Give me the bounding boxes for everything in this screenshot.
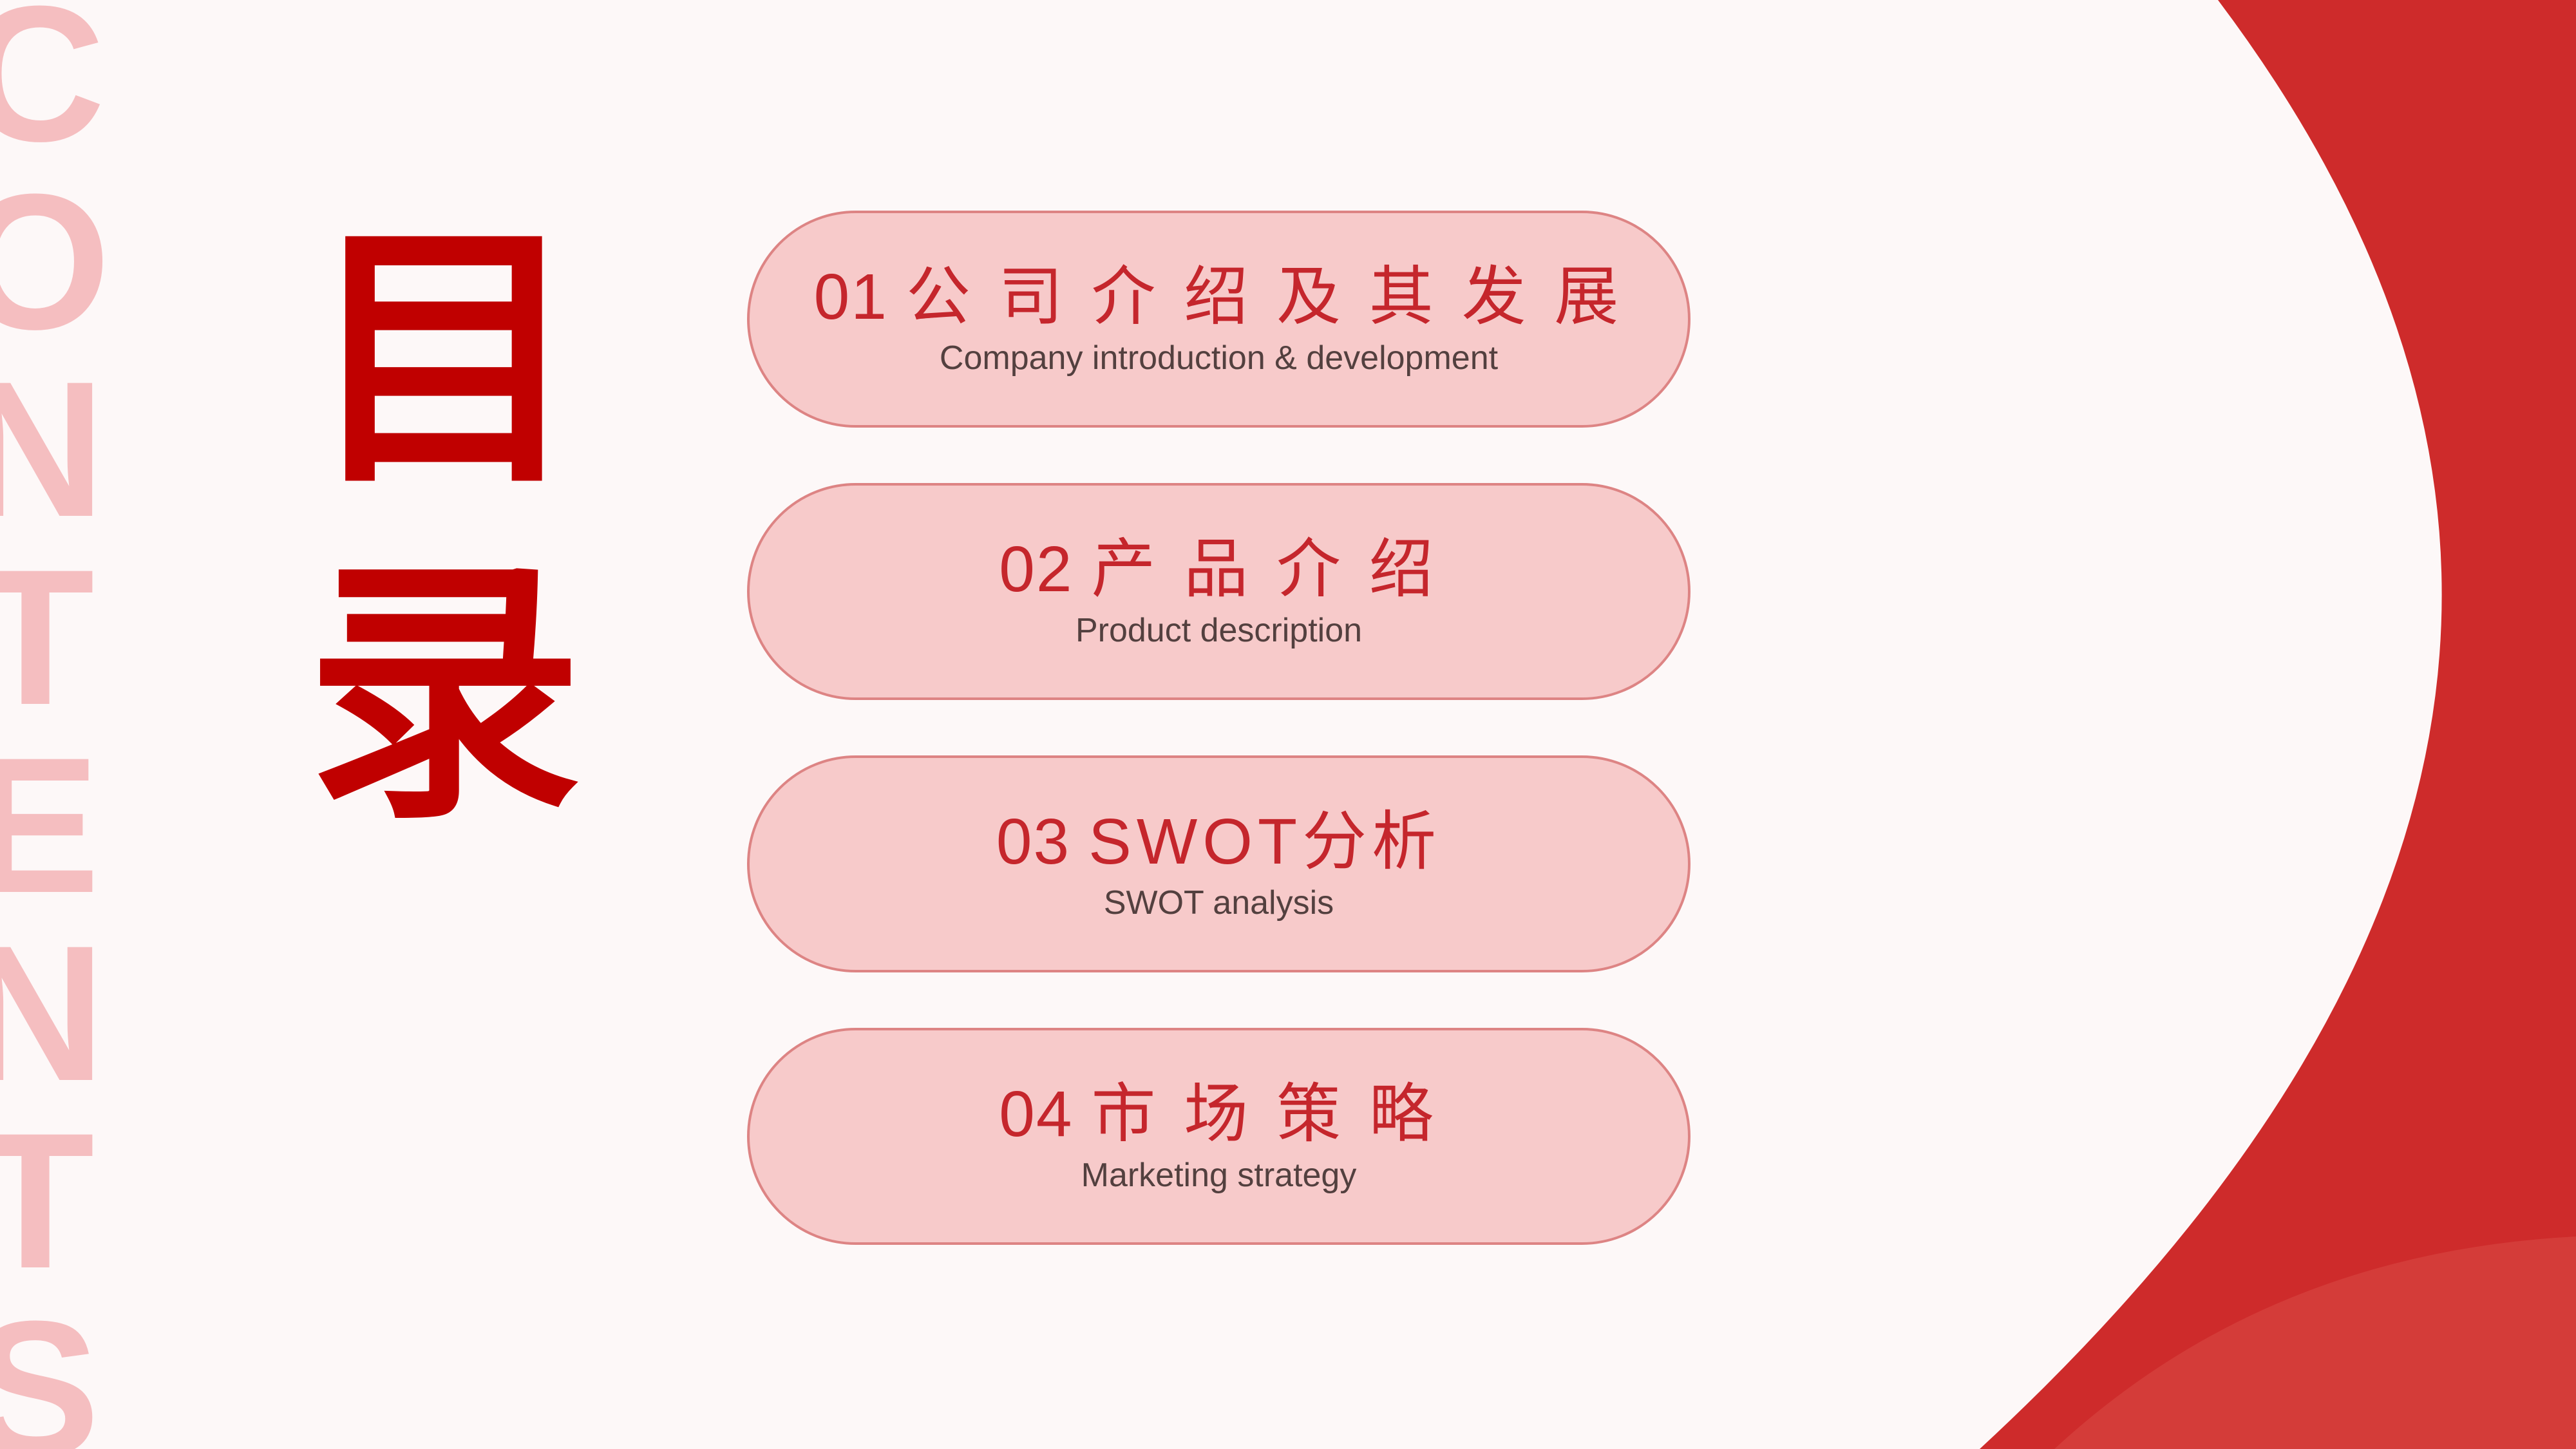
contents-watermark: C O N T E N T S: [0, 0, 148, 1449]
watermark-letter: N: [0, 904, 106, 1121]
toc-item-2-title: 产 品 介 绍: [1091, 533, 1439, 605]
toc-item-2-subtitle: Product description: [1075, 611, 1363, 649]
watermark-letter: C: [0, 0, 106, 182]
toc-item-4-number: 04: [999, 1077, 1074, 1150]
toc-item-3-subtitle: SWOT analysis: [1103, 884, 1334, 922]
watermark-letter: S: [0, 1280, 100, 1449]
watermark-letter: O: [0, 153, 111, 370]
toc-item-4-subtitle: Marketing strategy: [1081, 1156, 1357, 1194]
page-title-chinese: 目 录: [270, 193, 618, 863]
red-overlay-arc: [2054, 1236, 2576, 1449]
watermark-letter: T: [0, 1092, 95, 1309]
watermark-letter: T: [0, 529, 95, 746]
toc-item-4-title: 市 场 策 略: [1091, 1077, 1439, 1150]
page-title-char-mu: 目: [306, 206, 583, 515]
toc-item-1-number: 01: [813, 260, 888, 333]
watermark-letter: N: [0, 341, 106, 558]
toc-item-3-title: SWOT分析: [1088, 805, 1442, 878]
toc-item-1-subtitle: Company introduction & development: [939, 339, 1499, 377]
watermark-letter: E: [0, 716, 100, 933]
red-crescent-shape: [1980, 0, 2576, 1449]
toc-item-3-number: 03: [996, 805, 1071, 878]
toc-item-2-number: 02: [999, 533, 1074, 605]
page-title-char-lu: 录: [306, 541, 583, 850]
toc-item-1-title: 公 司 介 绍 及 其 发 展: [905, 260, 1624, 333]
